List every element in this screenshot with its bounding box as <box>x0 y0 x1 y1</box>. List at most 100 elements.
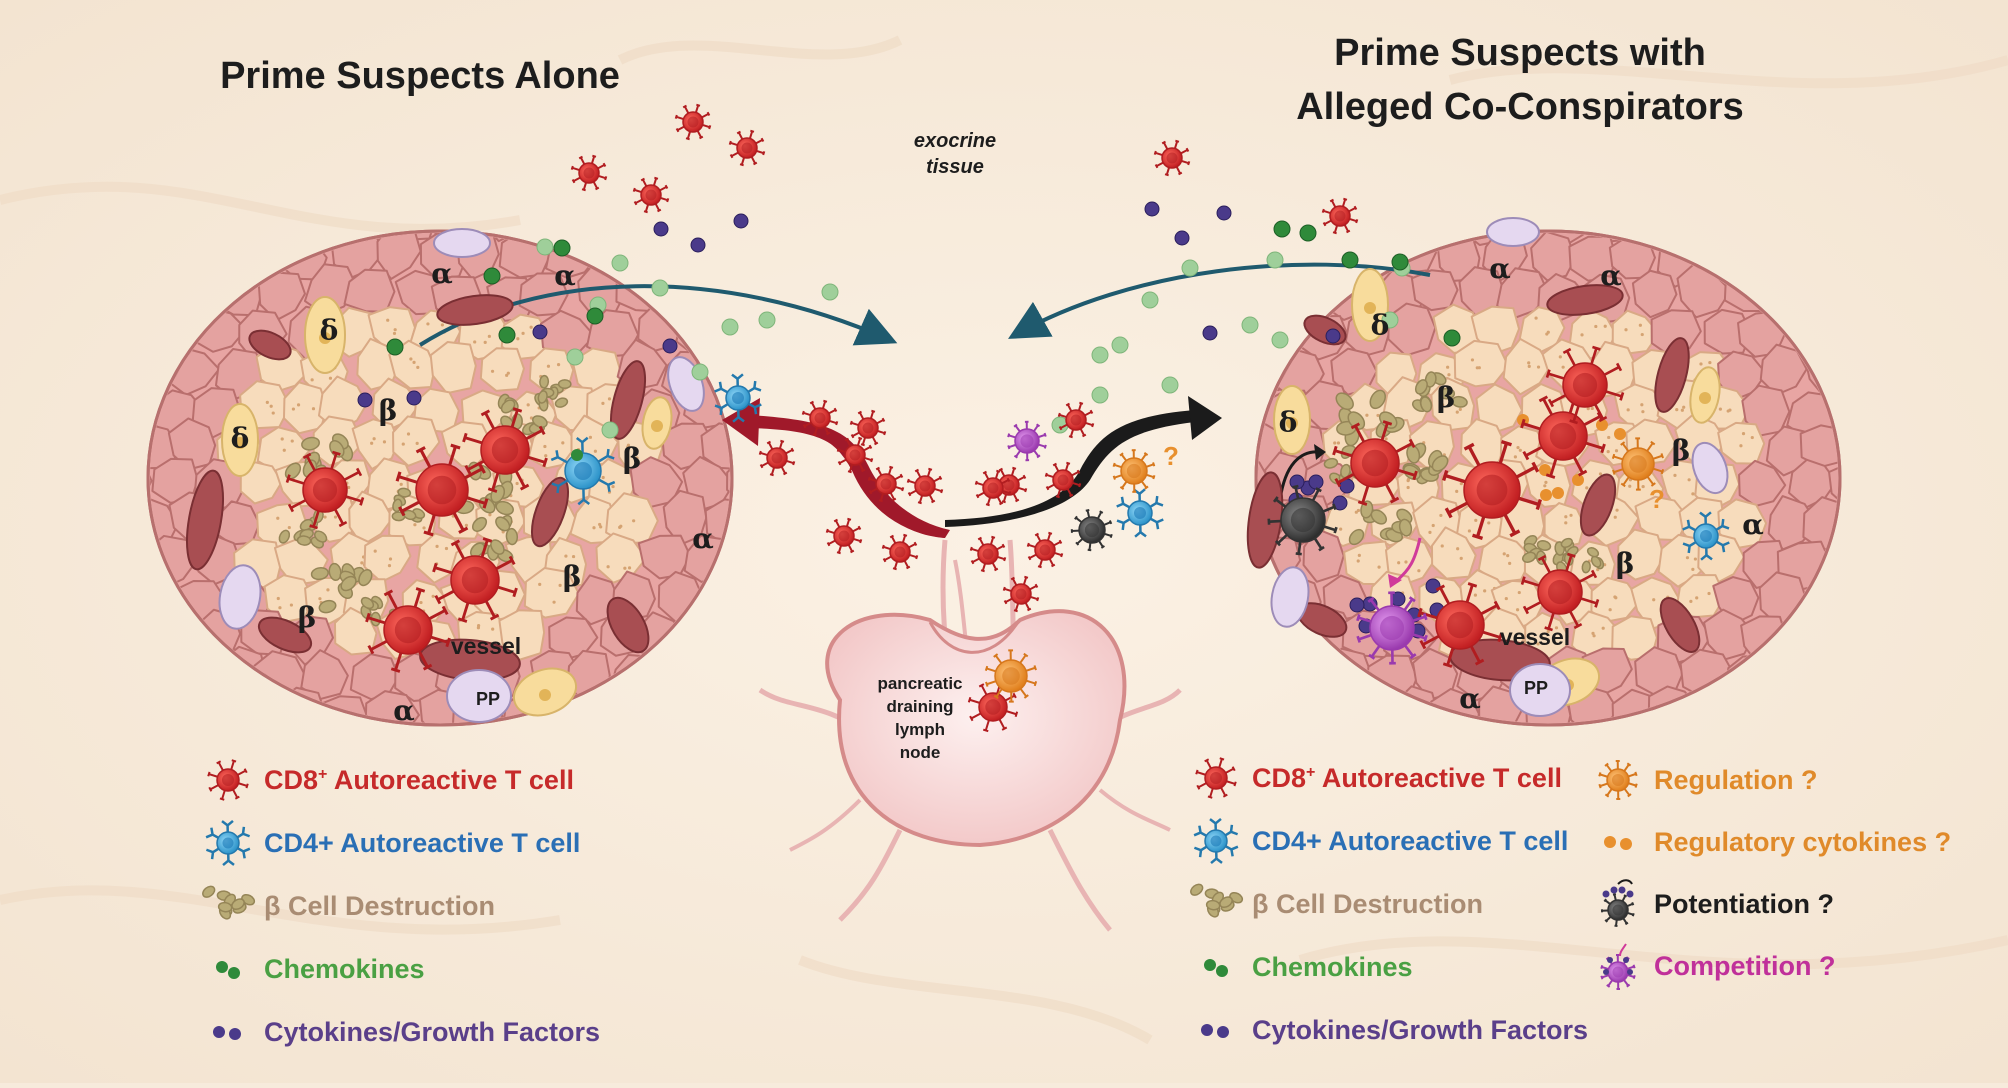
chemokine <box>602 422 618 438</box>
cytokine-dot <box>213 1026 225 1038</box>
cytokine <box>734 214 748 228</box>
chemokine <box>567 349 583 365</box>
legend-item: Cytokines/Growth Factors <box>1188 1002 1588 1058</box>
alpha-label: α <box>1600 259 1622 292</box>
cytokine <box>1426 579 1440 593</box>
arrow-glyph <box>1618 880 1632 884</box>
legend-label-sup: + <box>318 766 327 783</box>
cd8-glyph <box>208 760 248 800</box>
cytokine <box>1145 202 1159 216</box>
cytokine <box>1350 598 1364 612</box>
cytokines-icon <box>1188 1002 1244 1058</box>
beta-label: β <box>623 442 642 475</box>
cytokine <box>407 391 421 405</box>
cd4-t-cell <box>1194 819 1238 863</box>
legend-label-main: CD8 <box>264 765 318 795</box>
legend-label-rest: Autoreactive T cell <box>327 765 574 795</box>
arrow-glyph <box>1620 944 1626 956</box>
potentiation-cell-icon <box>1590 876 1646 932</box>
cd4-t-cell-icon <box>200 815 256 871</box>
lymph-node-label: pancreatic draining lymph node <box>860 672 980 764</box>
regulatory-cytokine <box>1572 474 1584 486</box>
chemokine <box>1162 377 1178 393</box>
legend-item: CD8+ Autoreactive T cell <box>200 752 574 808</box>
chemokine-dot <box>1204 959 1216 971</box>
chemokine <box>1112 337 1128 353</box>
delta-label: δ <box>320 314 339 347</box>
cytokine-dot <box>1623 957 1629 963</box>
legend-item: CD4+ Autoreactive T cell <box>200 815 580 871</box>
chemokine-dot <box>228 967 240 979</box>
legend-label: Chemokines <box>1252 952 1413 983</box>
lymph-line1: pancreatic <box>860 672 980 695</box>
regulatory-cytokine <box>1540 489 1552 501</box>
cytokine-dot <box>1607 957 1613 963</box>
exocrine-line1: exocrine <box>880 128 1030 154</box>
legend-item: Potentiation ? <box>1590 876 1834 932</box>
beta-label: β <box>563 560 582 593</box>
legend-label-rest: Autoreactive T cell <box>1315 763 1562 793</box>
left-title: Prime Suspects Alone <box>180 55 660 98</box>
chemokine <box>1267 252 1283 268</box>
chemokine <box>1342 252 1358 268</box>
regulatory-cytokine <box>1552 487 1564 499</box>
pp-cell <box>434 229 490 257</box>
chemokine <box>1300 225 1316 241</box>
cytokine <box>1217 206 1231 220</box>
cytokine-dot <box>229 1028 241 1040</box>
chemokine <box>1092 347 1108 363</box>
alpha-label: α <box>1489 252 1511 285</box>
competition-cell-icon <box>1590 938 1646 994</box>
alpha-label: α <box>1742 508 1764 541</box>
question-mark: ? <box>1649 484 1665 514</box>
chemokine <box>1444 330 1460 346</box>
cytokine-dot <box>1603 891 1610 898</box>
legend-label: β Cell Destruction <box>1252 889 1483 920</box>
cytokine-dot <box>1619 887 1626 894</box>
legend-item: CD4+ Autoreactive T cell <box>1188 813 1568 869</box>
legend-label: Potentiation ? <box>1654 889 1834 920</box>
alpha-label: α <box>554 259 576 292</box>
legend-label: CD8+ Autoreactive T cell <box>1252 763 1562 794</box>
legend-item: Chemokines <box>1188 939 1413 995</box>
cytokine-dot <box>1627 969 1633 975</box>
legend-item: Chemokines <box>200 941 425 997</box>
chemokine <box>537 239 553 255</box>
beta-cell-destruction-icon <box>200 878 256 934</box>
beta-label: β <box>298 601 317 634</box>
chemokine <box>612 255 628 271</box>
beta-cell-destruction <box>201 884 256 921</box>
legend-label: Regulatory cytokines ? <box>1654 827 1951 858</box>
chemokine <box>499 327 515 343</box>
chemokine-dot <box>216 961 228 973</box>
cytokine-dot <box>1627 891 1634 898</box>
chemokine <box>722 319 738 335</box>
alpha-label: α <box>393 694 415 727</box>
lymph-line2: draining <box>860 695 980 718</box>
legend-label: CD4+ Autoreactive T cell <box>264 828 580 859</box>
right-title-line2: Alleged Co-Conspirators <box>1250 86 1790 129</box>
exocrine-line2: tissue <box>880 154 1030 180</box>
cd8-glyph <box>1196 758 1236 798</box>
right-title-line1: Prime Suspects with <box>1250 32 1790 75</box>
cytokine-dot <box>1603 969 1609 975</box>
legend-label: Regulation ? <box>1654 765 1818 796</box>
delta-label: δ <box>231 422 250 455</box>
legend-item: Regulation ? <box>1590 752 1818 808</box>
pp-cell <box>1487 218 1539 246</box>
cytokine <box>1326 329 1340 343</box>
legend-item: CD8+ Autoreactive T cell <box>1188 750 1562 806</box>
chemokine <box>1142 292 1158 308</box>
chemokine <box>554 240 570 256</box>
legend-item: Cytokines/Growth Factors <box>200 1004 600 1060</box>
chemokine <box>652 280 668 296</box>
alpha-label: α <box>1459 682 1481 715</box>
cd4-t-cell <box>206 821 250 865</box>
chemokine <box>692 364 708 380</box>
alpha-label: α <box>431 257 453 290</box>
lymph-line4: node <box>860 741 980 764</box>
legend-label: CD4+ Autoreactive T cell <box>1252 826 1568 857</box>
chemokine <box>759 312 775 328</box>
regulation-glyph <box>1599 761 1636 799</box>
